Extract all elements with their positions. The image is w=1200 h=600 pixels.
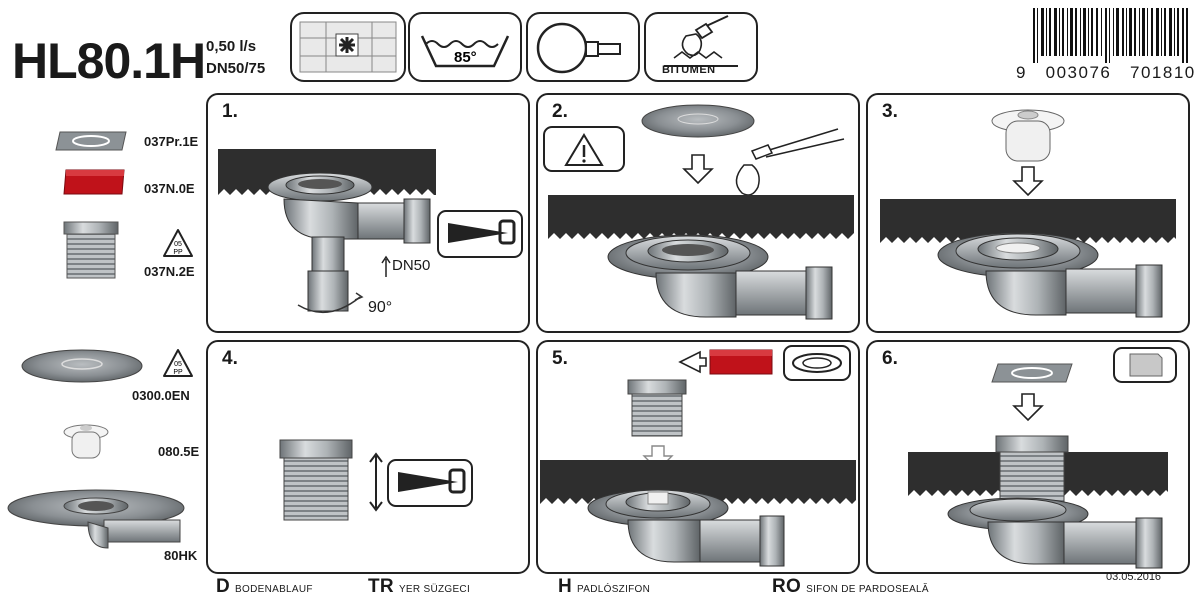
grate-tile-icon <box>290 12 406 82</box>
step-6-illustration <box>908 347 1188 569</box>
language-code: H <box>558 576 573 597</box>
part-code: 037N.2E <box>144 264 195 279</box>
step-number: 2. <box>552 101 568 122</box>
step-number: 5. <box>552 348 568 369</box>
horizontal-outlet-icon <box>526 12 640 82</box>
membrane-flange-part-image <box>21 349 143 383</box>
step-number: 4. <box>222 348 238 369</box>
step-4-illustration <box>279 439 473 521</box>
language-code: TR <box>368 576 394 597</box>
model-number: HL80.1H <box>12 33 206 89</box>
step-2-illustration <box>543 104 858 320</box>
step-panel-3: 3. <box>866 93 1190 333</box>
part-code: 037N.0E <box>144 181 195 196</box>
dimension: DN50/75 <box>206 60 266 77</box>
language-de: D BODENABLAUF <box>216 576 313 598</box>
step-number: 1. <box>222 101 238 122</box>
language-code: D <box>216 576 231 597</box>
language-text: SIFON DE PARDOSEALĂ <box>806 584 929 595</box>
flow-rate: 0,50 l/s <box>206 38 257 55</box>
step-panel-5: 5. <box>536 340 860 574</box>
language-code: RO <box>772 576 802 597</box>
step-panel-4: 4. <box>206 340 530 574</box>
angle-label: 90° <box>368 299 393 316</box>
barcode <box>1033 8 1188 63</box>
recycle-pp-icon: 05 PP <box>163 229 193 257</box>
step-number: 3. <box>882 101 898 122</box>
hot-water-icon: 85° <box>408 12 522 82</box>
language-tr: TR YER SÜZGECI <box>368 576 470 598</box>
language-hu: H PADLÓSZIFON <box>558 576 650 598</box>
recycle-material: PP <box>173 369 183 376</box>
odour-trap-part-image <box>63 424 109 459</box>
recycle-number: 05 <box>174 361 182 368</box>
language-ro: RO SIFON DE PARDOSEALĂ <box>772 576 929 598</box>
step-5-illustration <box>540 345 858 567</box>
grate-part-image <box>55 131 127 151</box>
step-3-illustration <box>880 109 1188 318</box>
dn-label: DN50 <box>392 257 431 274</box>
language-text: PADLÓSZIFON <box>577 584 651 595</box>
step-panel-2: 2. <box>536 93 860 333</box>
part-code: 037Pr.1E <box>144 134 199 149</box>
step-panel-1: 1. DN50 90° <box>206 93 530 333</box>
language-text: YER SÜZGECI <box>398 584 471 595</box>
step-number: 6. <box>882 348 898 369</box>
document-date: 03.05.2016 <box>1106 571 1162 583</box>
extension-part-image <box>63 221 119 279</box>
part-code: 80HK <box>164 548 198 563</box>
bitumen-label: BITUMEN <box>662 64 716 76</box>
spec-block: 0,50 l/s DN50/75 <box>206 36 265 80</box>
barcode-number: 9 003076 701810 <box>1016 63 1196 82</box>
drain-body-part-image <box>7 489 185 549</box>
red-frame-part-image <box>63 169 125 195</box>
temperature-label: 85° <box>454 49 477 66</box>
language-text: BODENABLAUF <box>235 584 313 595</box>
recycle-number: 05 <box>174 241 182 248</box>
recycle-pp-icon: 05 PP <box>163 349 193 377</box>
part-code: 080.5E <box>158 444 200 459</box>
bitumen-torch-icon: BITUMEN <box>644 12 758 82</box>
recycle-material: PP <box>173 249 183 256</box>
step-panel-6: 6. <box>866 340 1190 574</box>
part-code: 0300.0EN <box>132 388 190 403</box>
step-1-illustration <box>218 149 523 314</box>
